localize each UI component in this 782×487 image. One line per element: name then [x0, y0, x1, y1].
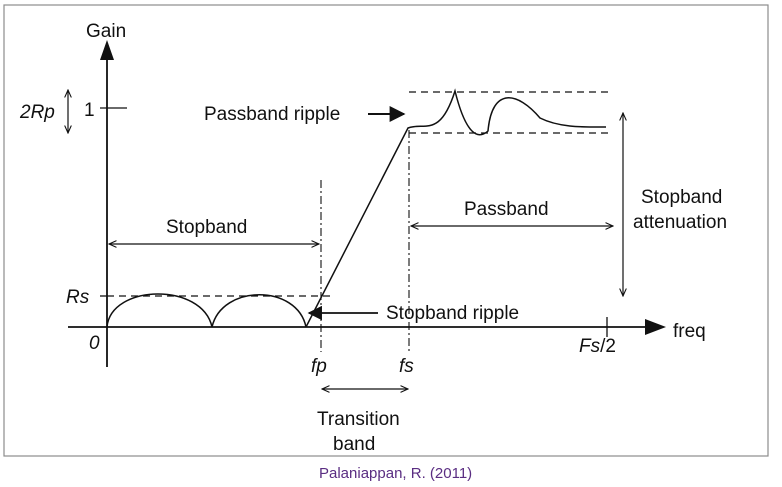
y-axis-arrowhead [100, 40, 114, 60]
nyquist-var: Fs [579, 336, 601, 357]
source-caption: Palaniappan, R. (2011) [319, 465, 472, 482]
stopband-label: Stopband [166, 217, 247, 238]
origin-label: 0 [89, 333, 100, 354]
y-axis-label: Gain [86, 21, 126, 42]
stopband-ripple-label: Stopband ripple [386, 303, 519, 324]
stopband-ripple-curve [106, 293, 307, 328]
stopband-attenuation-label-line1: Stopband [641, 187, 722, 208]
passband-ripple-amp-label: 2Rp [19, 102, 55, 123]
diagram-frame [3, 4, 769, 457]
x-axis-arrowhead [645, 319, 666, 335]
x-tick-nyquist-label: Fs/2 [579, 336, 616, 357]
x-tick-fs-label: fs [399, 356, 414, 377]
x-axis-label: freq [673, 321, 706, 342]
x-tick-fp-label: fp [311, 356, 327, 377]
nyquist-div: /2 [600, 336, 616, 357]
y-tick-rs-label: Rs [66, 287, 90, 308]
transition-band-label-line1: Transition [317, 409, 400, 430]
response-curve [305, 88, 607, 328]
transition-band-label-line2: band [333, 434, 375, 455]
stopband-attenuation-label-line2: attenuation [633, 212, 727, 233]
passband-label: Passband [464, 199, 549, 220]
passband-ripple-label: Passband ripple [204, 104, 340, 125]
y-tick-one-label: 1 [84, 100, 95, 121]
